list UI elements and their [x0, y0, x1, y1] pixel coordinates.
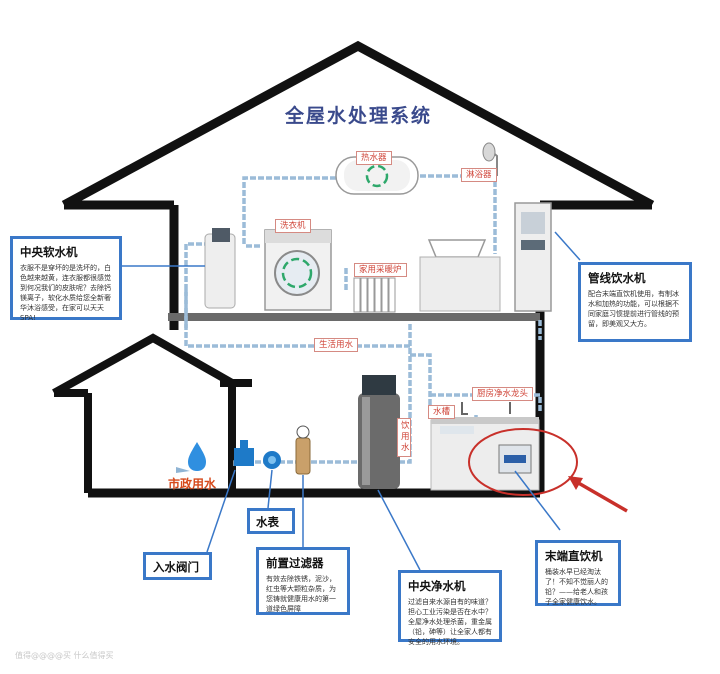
callout-central-purifier: 中央净水机 过滤自来水源自有的味道？担心工业污染是否在水中？全屋净水处理杀菌，重… [398, 570, 502, 646]
radiator [353, 277, 396, 313]
highlight-circle [468, 428, 578, 496]
callout-meter: 水表 [247, 508, 295, 534]
water-drop-icon [188, 442, 206, 471]
city-water-label: 市政用水 [168, 477, 217, 491]
tag-domestic-water: 生活用水 [314, 338, 359, 352]
inlet-valve [234, 440, 254, 466]
tag-drinking-water: 饮用水 [397, 418, 411, 457]
house-outline [61, 40, 655, 258]
prefilter-unit [295, 425, 311, 475]
water-drop-shadow [176, 467, 190, 473]
callout-prefilter: 前置过滤器 有效去除铁锈，泥沙，红虫等大颗粒杂质，为您铸就健康用水的第一道绿色屏… [256, 547, 350, 615]
washing-machine [264, 229, 332, 311]
callout-inlet-valve: 入水阀门 [143, 552, 212, 580]
callout-central-purifier-title: 中央净水机 [408, 579, 466, 593]
pipeline-dispenser [514, 202, 552, 312]
callout-central-purifier-desc: 过滤自来水源自有的味道？担心工业污染是否在水中？全屋净水处理杀菌，重金属（铅，砷… [408, 598, 492, 646]
callout-meter-title: 水表 [256, 515, 279, 529]
callout-terminal-desc: 桶装水早已经淘汰了！不知不觉丽人的铅？——给老人和孩子全家健康饮水。 [545, 568, 608, 606]
central-purifier-unit [358, 375, 400, 489]
terminal-unit [498, 444, 532, 474]
callout-softener-title: 中央软水机 [20, 245, 78, 259]
callout-prefilter-title: 前置过滤器 [266, 556, 324, 570]
tag-kitchen-faucet: 厨房净水龙头 [472, 387, 534, 401]
callout-inlet-valve-title: 入水阀门 [153, 560, 199, 574]
callout-terminal-title: 末端直饮机 [545, 549, 603, 563]
tag-shower: 淋浴器 [461, 168, 497, 182]
water-meter [263, 451, 281, 469]
tag-water-heater: 热水器 [356, 151, 392, 165]
floor-slab [168, 313, 540, 321]
watermark: 值得@@@@买 什么值得买 [15, 651, 114, 660]
small-house-outline [52, 333, 236, 493]
tag-sink: 水槽 [428, 405, 456, 419]
callout-softener-desc: 衣服不是穿坏的是洗坏的，白色越来越黄，连衣服都很感觉到何况我们的皮肤呢？去除钙镁… [20, 264, 111, 322]
leader-lines [122, 231, 581, 571]
callout-prefilter-desc: 有效去除铁锈，泥沙，红虫等大颗粒杂质，为您铸就健康用水的第一道绿色屏障 [266, 575, 336, 613]
callout-pipeline: 管线饮水机 配合末端直饮机使用，有制冰水和加热的功能，可以根据不同家庭习惯提前进… [578, 262, 692, 342]
shower [482, 142, 498, 176]
highlight-arrow [574, 479, 628, 513]
callout-softener: 中央软水机 衣服不是穿坏的是洗坏的，白色越来越黄，连衣服都很感觉到何况我们的皮肤… [10, 236, 122, 322]
tag-washing-machine: 洗衣机 [275, 219, 311, 233]
tag-radiator: 家用采暖炉 [354, 263, 407, 277]
water-softener [204, 228, 236, 309]
diagram-title: 全屋水处理系统 [285, 105, 433, 127]
callout-pipeline-title: 管线饮水机 [588, 271, 646, 285]
callout-terminal: 末端直饮机 桶装水早已经淘汰了！不知不觉丽人的铅？——给老人和孩子全家健康饮水。 [535, 540, 621, 606]
water-pipes [184, 174, 542, 466]
bathroom-sink [419, 239, 501, 312]
callout-pipeline-desc: 配合末端直饮机使用，有制冰水和加热的功能，可以根据不同家庭习惯提前进行管线的预留… [588, 290, 679, 328]
highlight-arrowhead [568, 476, 583, 490]
